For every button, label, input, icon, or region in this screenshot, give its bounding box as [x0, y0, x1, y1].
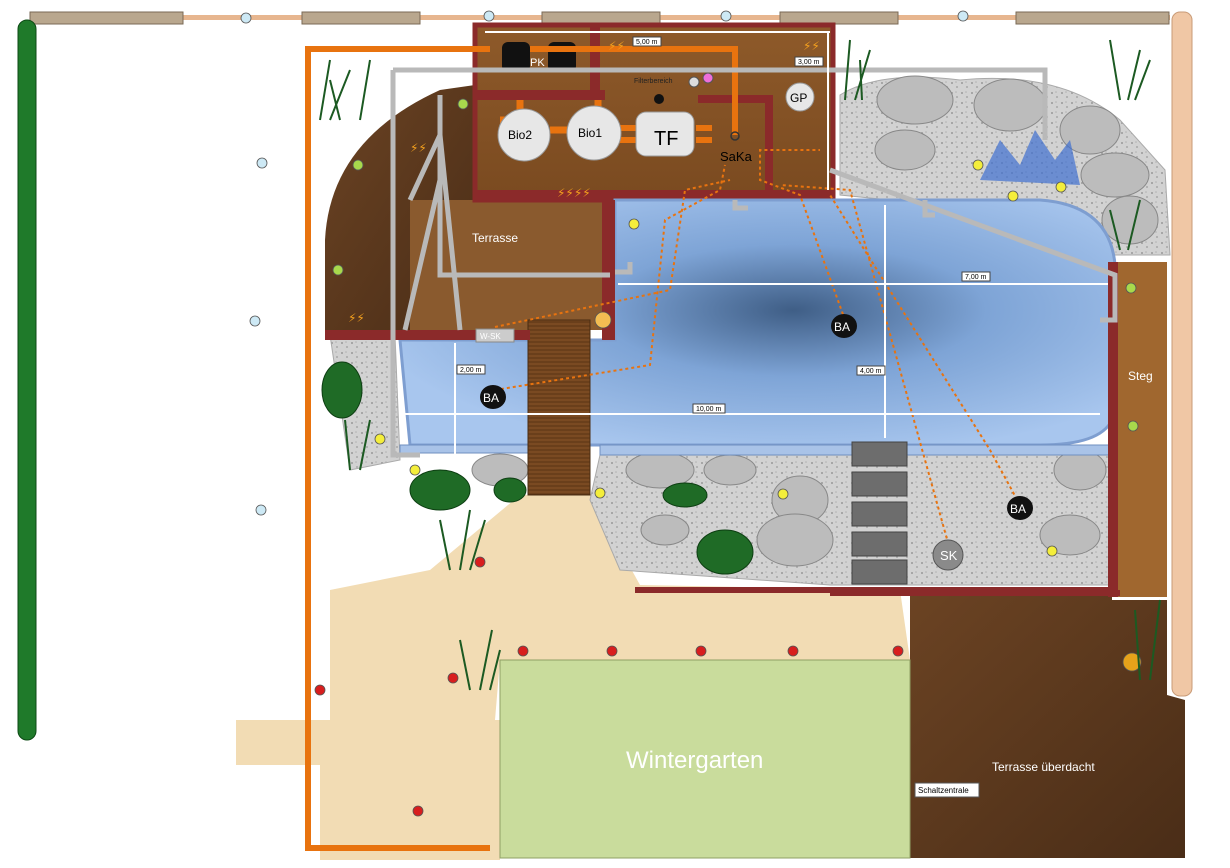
hedge-left: [17, 19, 37, 741]
orange-main-pipe: [305, 46, 490, 851]
wooden-bridge: [527, 319, 591, 496]
steg-label: Steg: [1128, 369, 1153, 383]
ba-marker: BA: [480, 385, 506, 409]
reed-plants: [319, 39, 1161, 691]
pond-rim: [399, 444, 1111, 456]
saka-label: SaKa: [720, 149, 753, 164]
filter-area: Filterbereich: [634, 72, 714, 104]
dim-shallow-depth: 2,00 m: [460, 367, 482, 374]
terrace-label: Terrasse: [472, 231, 518, 245]
bio1-label: Bio1: [578, 126, 602, 140]
ba-label-3: BA: [1010, 502, 1026, 516]
light-bulb-icon: [240, 10, 1142, 817]
svg-text:⚡⚡: ⚡⚡: [608, 39, 625, 53]
shrubs: [321, 361, 754, 575]
svg-text:⚡⚡⚡⚡: ⚡⚡⚡⚡: [557, 186, 591, 200]
wall-skimmer: W-SK: [475, 328, 515, 343]
wsk-label: W-SK: [480, 332, 501, 341]
dim-top-depth: 3,00 m: [798, 59, 820, 66]
dim-pond-depth: 4,00 m: [860, 368, 882, 375]
orange-dotted-lines: [494, 149, 1021, 551]
dim-pond-width-upper: 7,00 m: [965, 274, 987, 281]
dim-pond-width-total: 10,00 m: [696, 406, 721, 413]
svg-text:⚡⚡: ⚡⚡: [803, 39, 820, 53]
covered-terrace: Terrasse überdacht Schaltzentrale: [910, 596, 1185, 858]
bio2-label: Bio2: [508, 128, 532, 142]
covered-terrace-label: Terrasse überdacht: [992, 760, 1095, 774]
grey-pipes: [390, 67, 1118, 458]
svg-text:⚡⚡: ⚡⚡: [410, 141, 427, 155]
sk-label: SK: [940, 548, 958, 563]
gp-unit: GP: [785, 82, 815, 112]
dimension-lines: [403, 31, 1108, 455]
ba-label-1: BA: [834, 320, 850, 334]
ba-marker: BA: [831, 314, 857, 338]
schaltzentrale-label: Schaltzentrale: [918, 786, 969, 795]
filterbereich-label: Filterbereich: [634, 78, 673, 85]
brick-walls: [325, 200, 1120, 597]
tf-label: TF: [654, 128, 678, 150]
drum-filter: TF: [635, 111, 695, 157]
rock-garden-upper-right: [839, 75, 1171, 256]
ba-marker: BA: [1007, 496, 1033, 520]
terrace: Terrasse: [410, 200, 610, 330]
stepping-stones: [851, 441, 908, 585]
steg: Steg: [1112, 262, 1167, 597]
wintergarten-label: Wintergarten: [626, 747, 763, 774]
garden-fence-top: [29, 11, 1170, 25]
filter-room: [472, 22, 836, 203]
pk-label: PK: [530, 57, 545, 69]
bio1-tank: Bio1: [566, 105, 622, 161]
wintergarten: Wintergarten: [499, 659, 911, 859]
garden-wall-right: [1171, 11, 1193, 697]
sample-chamber: SaKa: [720, 131, 753, 164]
dim-top-width: 5,00 m: [636, 39, 658, 46]
gp-label: GP: [790, 91, 807, 105]
bio2-tank: Bio2: [497, 108, 551, 162]
dimension-labels: 5,00 m 3,00 m 7,00 m 4,00 m 2,00 m 10,00…: [456, 36, 991, 414]
ba-label-2: BA: [483, 391, 499, 405]
sk-marker: SK: [932, 539, 964, 571]
svg-text:⚡⚡: ⚡⚡: [348, 311, 365, 325]
